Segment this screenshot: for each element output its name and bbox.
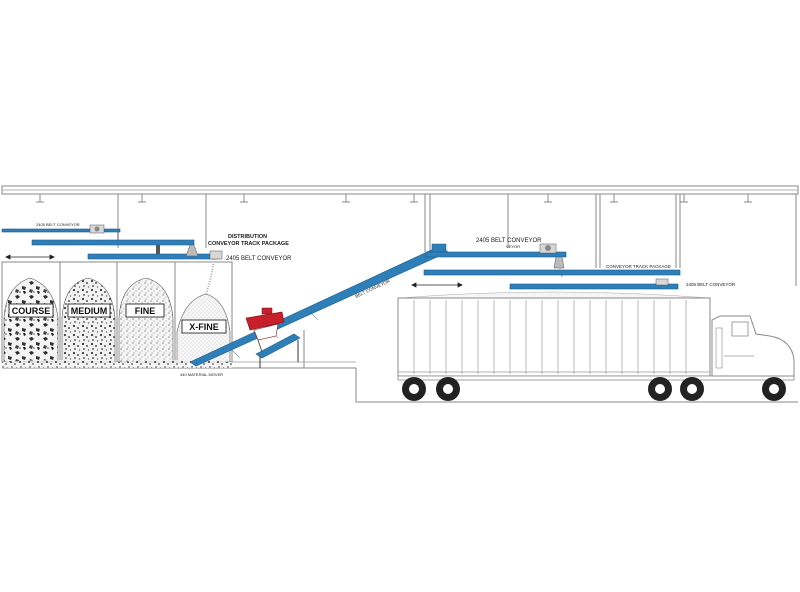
bin-label-fine: FINE [135, 306, 156, 316]
bin-label-course: COURSE [12, 306, 51, 316]
distribution-label-line2: CONVEYOR TRACK PACKAGE [208, 241, 289, 247]
distribution-belt [31, 239, 195, 246]
belt-conveyor-right-lower [509, 283, 679, 290]
roof-hangers [36, 194, 752, 203]
bin-course: COURSE [3, 277, 59, 363]
track-package-label-right: CONVEYOR TRACK PACKAGE [606, 264, 671, 269]
upper-belt-conveyor-left [1, 228, 121, 233]
belt-conveyor-label-left: 2405 BELT CONVEYOR [226, 256, 292, 262]
material-spill [2, 360, 232, 368]
material-stream-left [205, 258, 215, 295]
truck-cab [711, 315, 795, 377]
belt-conveyor-label-right-top: 2405 BELT CONVEYOR [476, 238, 542, 244]
trailer-box [397, 297, 711, 377]
belt-conveyor-label-right-lower: 2405 BELT CONVEYOR [686, 282, 736, 287]
incline-conveyor-system: BELT CONVEYOR 440 MATERIAL MOVER [180, 243, 449, 377]
distribution-label-line1: DISTRIBUTION [228, 234, 267, 240]
belt-conveyor-right-upper [425, 251, 567, 258]
storage-bins: COURSE MEDIUM FINE X-FINE [1, 254, 233, 368]
track-belt-right [423, 269, 681, 276]
bin-travel-arrows [5, 254, 55, 260]
building-structure [1, 185, 799, 403]
transfer-chute-left [185, 244, 199, 257]
material-mover-label: 440 MATERIAL MOVER [180, 372, 223, 377]
incline-head-unit [431, 243, 447, 253]
bin-label-medium: MEDIUM [71, 306, 108, 316]
track-belt-left [87, 253, 219, 260]
cab-window [731, 321, 749, 337]
truck-wheels [402, 377, 786, 401]
bin-x-fine: X-FINE [176, 293, 231, 363]
belt-conveyor-label-right-sub: VEYOR [506, 244, 520, 249]
material-mover [245, 307, 285, 353]
left-upper-conveyors: 2405 BELT CONVEYOR DISTRIBUTION CONVEYOR… [1, 222, 292, 295]
right-upper-conveyors: 2405 BELT CONVEYOR VEYOR CONVEYOR TRACK … [411, 238, 736, 290]
trailer-ribs [413, 300, 687, 374]
truck-trailer [397, 291, 795, 401]
bin-label-x-fine: X-FINE [189, 322, 219, 332]
bin-fine: FINE [118, 277, 174, 363]
bin-medium: MEDIUM [61, 277, 116, 363]
building-columns [117, 194, 797, 368]
track-travel-arrow-right [411, 282, 463, 288]
upper-belt-label: 2405 BELT CONVEYOR [36, 222, 80, 227]
